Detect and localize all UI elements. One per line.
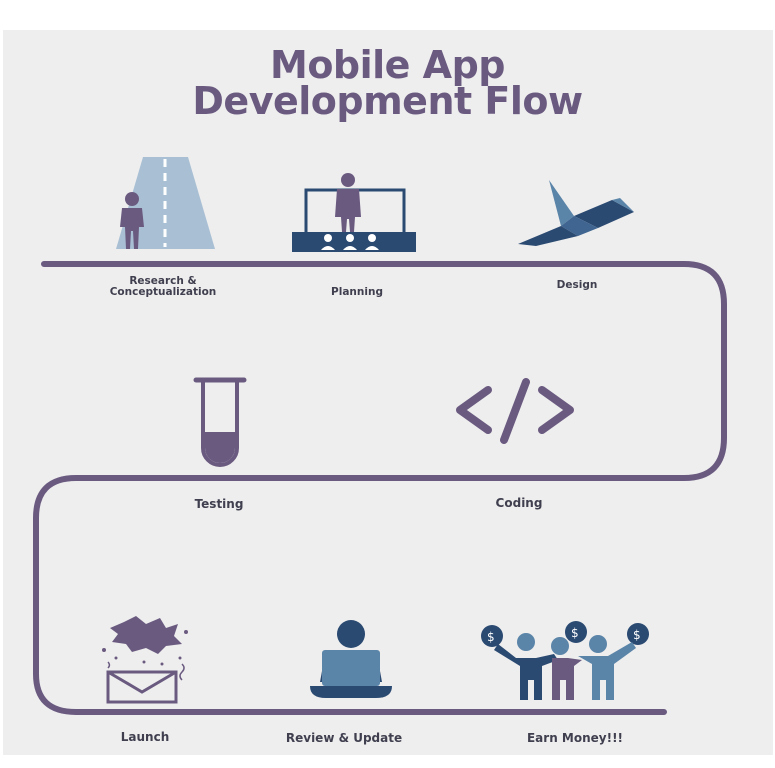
step-label-earn-money: Earn Money!!! [526,731,624,745]
step-label-launch: Launch [120,730,170,744]
road-person-icon [116,157,215,249]
step-label-testing: Testing [194,497,244,511]
svg-text:$: $ [571,626,579,640]
step-label-coding: Coding [495,496,543,510]
step-label-research: Research & Conceptualization [109,275,217,298]
diagram-title: Mobile App Development Flow [0,43,775,123]
code-brackets-icon [456,378,574,444]
step-label-design: Design [556,279,598,291]
person-laptop-icon [310,620,392,698]
presentation-audience-icon [292,173,416,252]
origami-bird-icon [518,180,634,246]
svg-text:$: $ [633,628,641,642]
step-label-review: Review & Update [285,731,403,745]
envelope-burst-icon [102,616,188,704]
title-line-2: Development Flow [192,79,583,123]
title-line-1: Mobile App [270,43,506,87]
money-bags-people-icon: $ $ $ [481,621,649,700]
test-tube-icon [193,377,247,467]
step-label-planning: Planning [331,286,383,298]
svg-text:$: $ [487,630,495,644]
